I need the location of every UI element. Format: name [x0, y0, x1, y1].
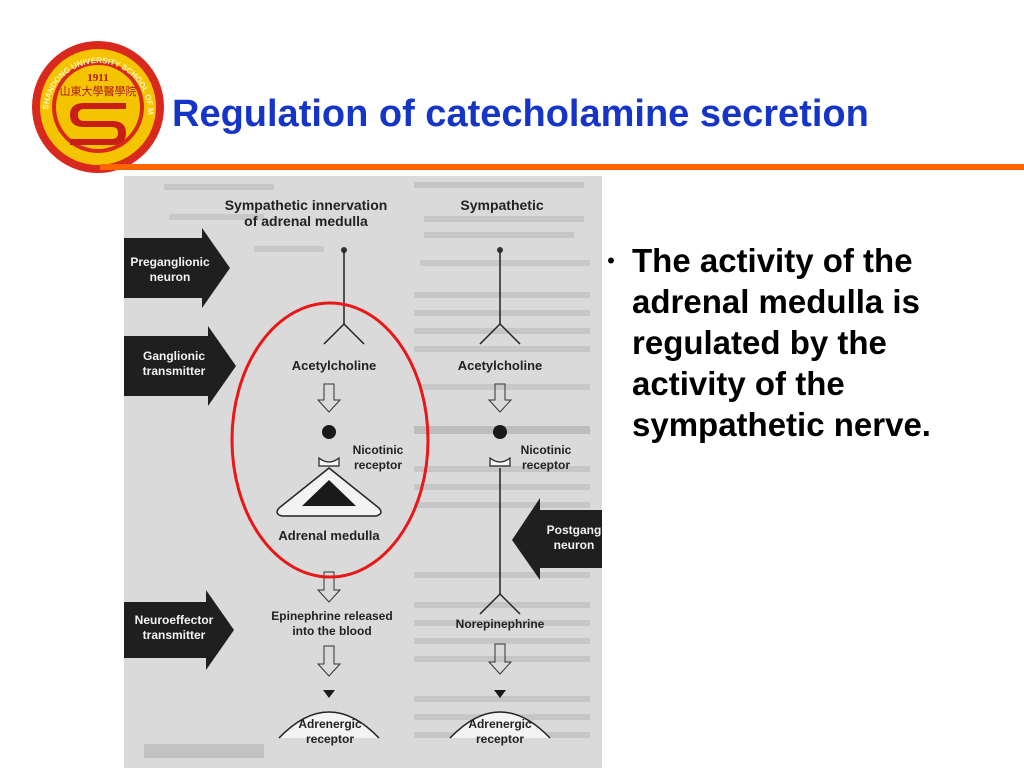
- left-product-1: Epinephrine released: [271, 609, 392, 623]
- university-logo: SHANDONG UNIVERSITY SCHOOL OF MEDICINE 1…: [25, 30, 168, 177]
- logo-year: 1911: [87, 72, 108, 84]
- neuroeffector-label-1: Neuroeffector: [135, 613, 214, 627]
- neuroeffector-arrow: Neuroeffector transmitter: [124, 590, 234, 670]
- diagram-image: Sympathetic innervation of adrenal medul…: [124, 176, 602, 768]
- slide-title: Regulation of catecholamine secretion: [172, 93, 869, 135]
- postganglionic-label-2: neuron: [554, 538, 595, 552]
- right-target-2: receptor: [476, 732, 524, 746]
- bullet-list: • The activity of the adrenal medulla is…: [590, 240, 1010, 445]
- left-product-2: into the blood: [292, 624, 371, 638]
- left-receptor-2: receptor: [354, 458, 402, 472]
- right-receptor-2: receptor: [522, 458, 570, 472]
- right-pathway: Acetylcholine Nicotinic receptor Norepin…: [449, 247, 572, 746]
- bullet-text: The activity of the adrenal medulla is r…: [632, 242, 931, 443]
- postganglionic-label-1: Postgang: [547, 523, 602, 537]
- neuroeffector-label-2: transmitter: [143, 628, 206, 642]
- left-receptor-1: Nicotinic: [353, 443, 404, 457]
- highlight-ellipse: [230, 301, 430, 579]
- logo-center-text: 山東大學醫學院: [60, 84, 137, 98]
- right-target-1: Adrenergic: [468, 717, 532, 731]
- ganglionic-arrow: Ganglionic transmitter: [124, 326, 236, 406]
- bullet-item: • The activity of the adrenal medulla is…: [590, 240, 1010, 445]
- bullet-marker: •: [607, 248, 615, 273]
- preganglionic-arrow: Preganglionic neuron: [124, 228, 230, 308]
- left-target-1: Adrenergic: [298, 717, 362, 731]
- ganglionic-label-2: transmitter: [143, 364, 206, 378]
- right-transmitter: Acetylcholine: [458, 358, 543, 373]
- right-product: Norepinephrine: [456, 617, 545, 631]
- left-target-2: receptor: [306, 732, 354, 746]
- ganglionic-label-1: Ganglionic: [143, 349, 205, 363]
- postganglionic-arrow: Postgang neuron: [512, 498, 602, 580]
- left-pathway: Acetylcholine Nicotinic receptor Adrenal…: [271, 247, 404, 746]
- preganglionic-label-1: Preganglionic: [130, 255, 210, 269]
- header-left-line2: of adrenal medulla: [244, 213, 368, 229]
- title-underline: [100, 164, 1024, 170]
- preganglionic-label-2: neuron: [150, 270, 191, 284]
- right-receptor-1: Nicotinic: [521, 443, 572, 457]
- left-organ: Adrenal medulla: [278, 528, 380, 543]
- header-left-line1: Sympathetic innervation: [225, 197, 388, 213]
- header-right: Sympathetic: [460, 197, 543, 213]
- left-transmitter: Acetylcholine: [292, 358, 377, 373]
